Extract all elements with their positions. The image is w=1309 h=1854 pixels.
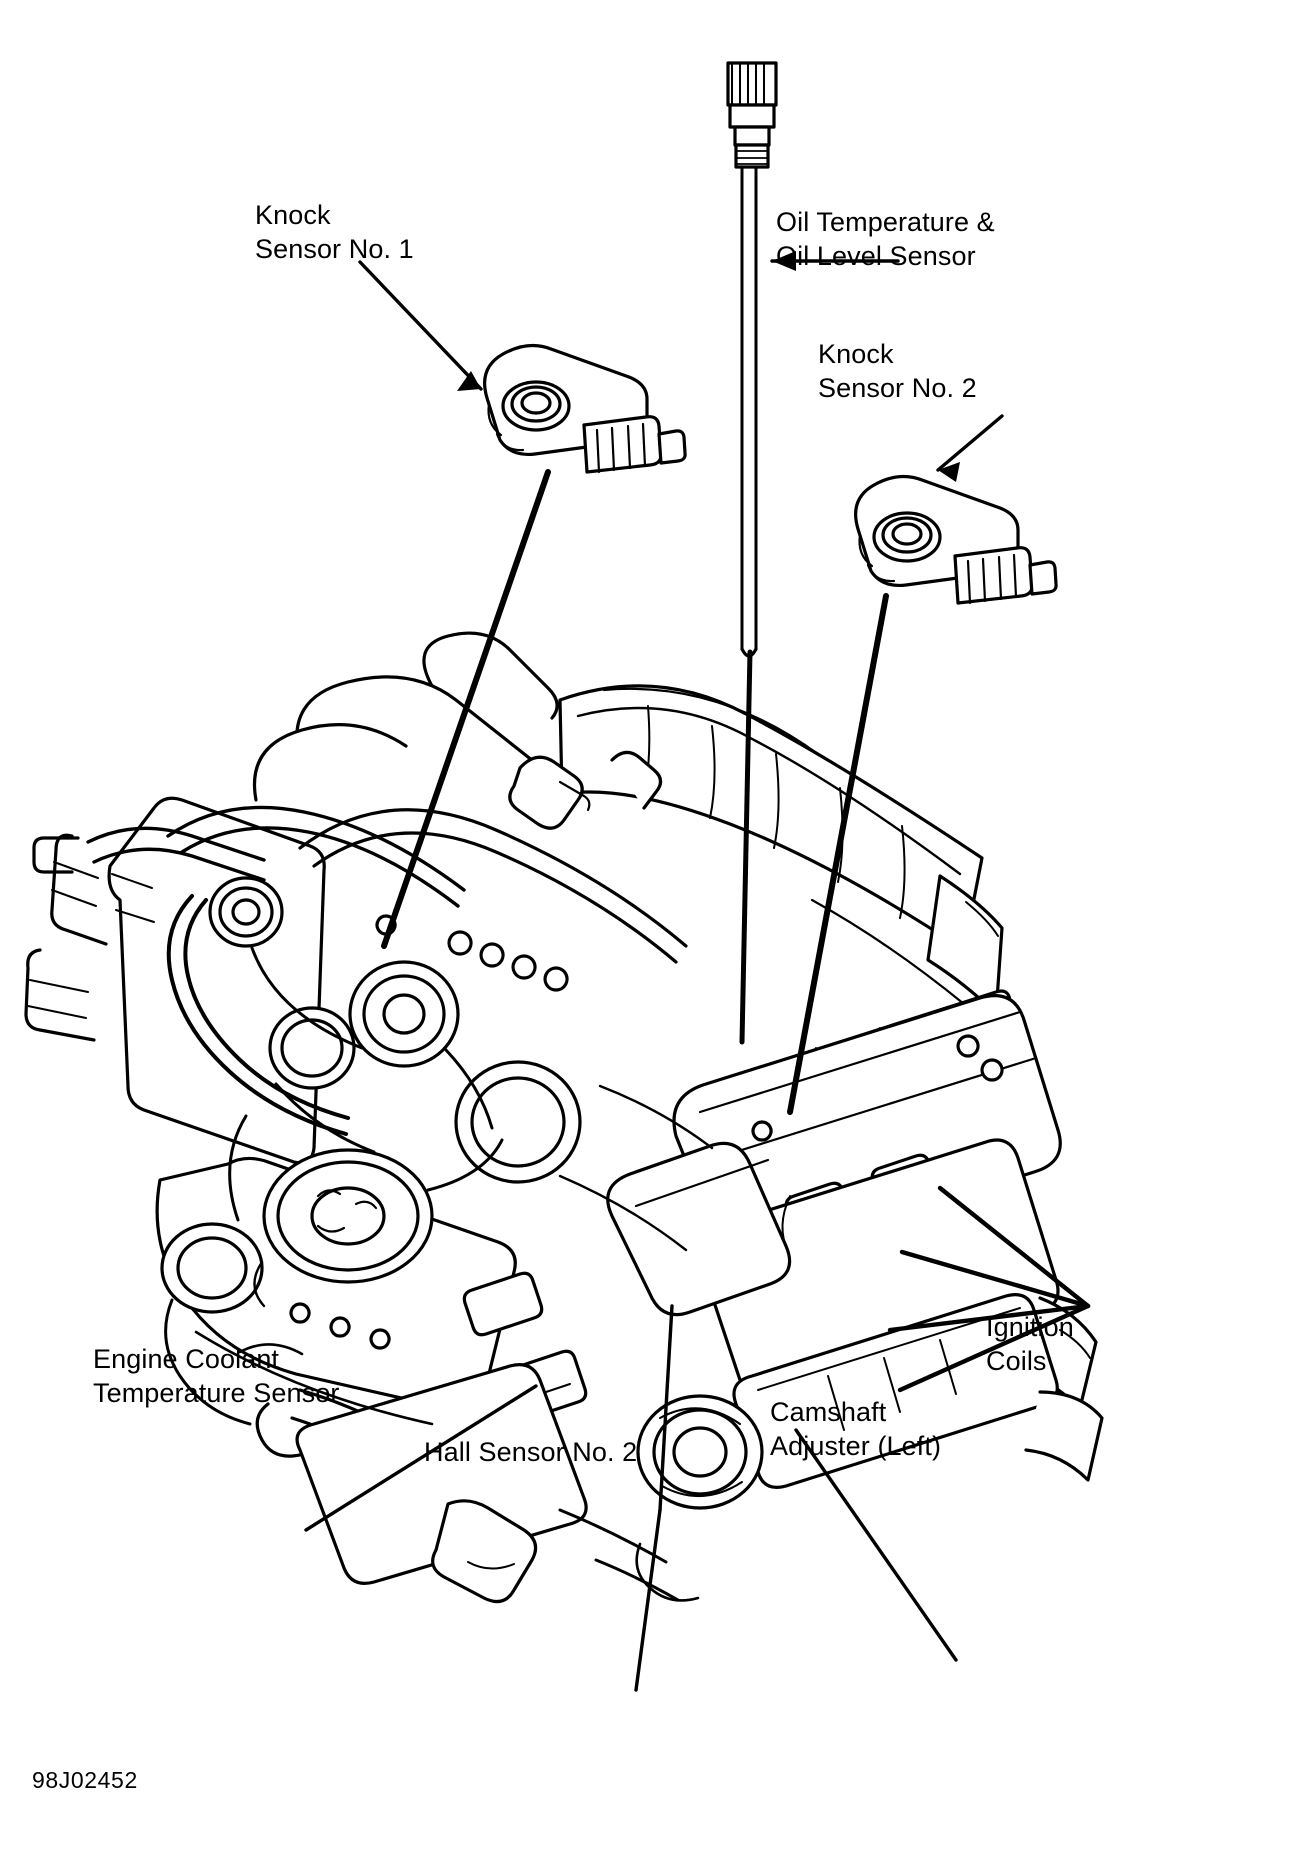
pulley-alternator (348, 960, 460, 1068)
leader-ignition-3 (887, 1303, 1091, 1333)
callout-line-2: Sensor No. 2 (818, 373, 977, 403)
crankshaft-pulley (262, 1148, 434, 1284)
callout-line-1: Engine Coolant (93, 1344, 280, 1374)
callout-line-2: Adjuster (Left) (770, 1431, 942, 1461)
callout-line-2: Coils (986, 1346, 1047, 1376)
callout-line-1: Knock (818, 339, 894, 369)
callout-hall-sensor-2: Hall Sensor No. 2 (424, 1435, 637, 1469)
pulley-idler-lower (160, 1222, 264, 1314)
leader-ignition-4 (897, 1303, 1091, 1393)
callout-oil-temperature-level-sensor: Oil Temperature & Oil Level Sensor (776, 205, 995, 273)
leader-lines (304, 251, 1091, 1692)
knock-sensor-1-body (483, 343, 687, 474)
oil-level-sensor-dipstick (726, 61, 778, 658)
callout-line-1: Oil Temperature & (776, 207, 995, 237)
leader-camshaft-adjuster (794, 1428, 958, 1662)
leader-knock-sensor-2 (936, 414, 1004, 472)
leader-coolant-sensor (304, 1384, 538, 1532)
pulley-power-steering (454, 1060, 582, 1184)
leader-knock-sensor-1 (358, 260, 483, 391)
knock-sensor-2-body (854, 474, 1058, 605)
hall-sensor-housing (636, 1394, 764, 1510)
leader-hall-sensor (634, 1508, 662, 1692)
callout-line-2: Oil Level Sensor (776, 241, 976, 271)
callout-line-2: Temperature Sensor (93, 1378, 340, 1408)
callout-line-2: Sensor No. 1 (255, 234, 414, 264)
figure-id-code: 98J02452 (32, 1767, 138, 1793)
callout-line-1: Hall Sensor No. 2 (424, 1437, 638, 1467)
leader-ignition-1 (937, 1185, 1091, 1309)
pulley-tensioner (268, 1006, 356, 1090)
leader-ignition-2 (899, 1249, 1091, 1309)
callout-line-1: Camshaft (770, 1397, 887, 1427)
pulley-idler-upper (208, 876, 284, 948)
callout-line-1: Knock (255, 200, 331, 230)
callout-line-1: Ignition (986, 1312, 1074, 1342)
